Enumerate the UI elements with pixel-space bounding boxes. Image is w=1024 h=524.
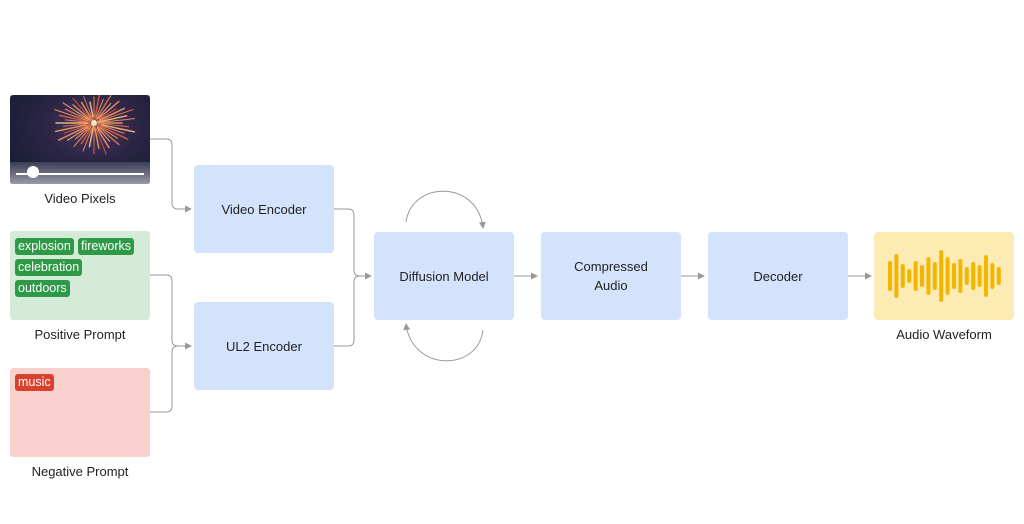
connector-video-to-video-encoder	[150, 138, 192, 213]
compressed-audio-block: Compressed Audio	[541, 232, 681, 320]
firework-streak	[64, 119, 87, 123]
waveform-bar	[984, 255, 988, 297]
firework-streak	[98, 100, 120, 119]
waveform-bar	[952, 263, 956, 289]
firework-streak	[98, 124, 129, 140]
audio-waveform-label: Audio Waveform	[896, 327, 992, 342]
waveform-bar	[945, 257, 950, 295]
positive-tag: outdoors	[15, 280, 70, 297]
positive-prompt-box: explosion fireworks celebration outdoors	[10, 231, 150, 320]
firework-core	[91, 120, 97, 126]
firework-streak	[72, 97, 91, 119]
video-scrubber-handle[interactable]	[27, 166, 39, 178]
connector-ul2-to-diffusion	[334, 275, 361, 347]
firework-streak	[96, 126, 111, 142]
firework-streak	[64, 108, 89, 121]
positive-tag: celebration	[15, 259, 83, 276]
firework-streak	[57, 123, 92, 141]
waveform-bar	[932, 262, 937, 290]
decoder-block: Decoder	[708, 232, 848, 320]
waveform-bar	[913, 261, 918, 291]
connector-negative-to-ul2	[150, 345, 179, 413]
waveform-bar	[888, 261, 892, 291]
firework-streak	[97, 123, 125, 134]
firework-streak	[96, 108, 117, 122]
positive-prompt-label: Positive Prompt	[34, 327, 126, 342]
firework-streak	[67, 126, 89, 141]
firework-streak	[88, 125, 95, 148]
firework-streak	[58, 114, 91, 123]
waveform-bar	[894, 254, 899, 298]
firework-streak	[95, 98, 104, 118]
positive-tag: fireworks	[78, 238, 135, 255]
connector-video-encoder-to-diffusion	[334, 208, 372, 280]
firework-streak	[62, 122, 91, 127]
waveform-bar	[977, 265, 982, 287]
firework-streak	[96, 128, 110, 149]
waveform-bar	[990, 263, 995, 289]
firework-streak	[82, 127, 93, 152]
firework-streak	[100, 124, 136, 133]
firework-streak	[74, 125, 91, 140]
negative-tag: music	[15, 374, 54, 391]
waveform-bar	[920, 265, 924, 287]
firework-streak	[98, 107, 126, 122]
waveform-bar	[996, 267, 1001, 285]
negative-prompt-label: Negative Prompt	[31, 464, 129, 479]
firework-streak	[62, 102, 92, 122]
firework-streak	[99, 126, 118, 139]
negative-prompt-box: music	[10, 368, 150, 457]
audio-waveform-box	[874, 232, 1014, 320]
waveform-bar	[907, 269, 912, 283]
waveform-bar	[900, 264, 905, 288]
positive-tag: explosion	[15, 238, 74, 255]
ul2-encoder-block: UL2 Encoder	[194, 302, 334, 390]
firework-streak	[63, 124, 90, 134]
firework-streak	[94, 95, 101, 119]
video-scrubber-track[interactable]	[16, 173, 144, 175]
diffusion-model-block: Diffusion Model	[374, 232, 514, 320]
firework-streak	[96, 102, 112, 120]
firework-streak	[99, 123, 130, 128]
firework-streak	[95, 124, 120, 146]
firework-streak	[80, 128, 92, 145]
waveform-bar	[971, 262, 976, 290]
firework-streak	[54, 124, 88, 133]
waveform-bar	[958, 259, 963, 293]
firework-streak	[94, 125, 107, 155]
video-encoder-block: Video Encoder	[194, 165, 334, 253]
video-thumbnail	[10, 95, 150, 184]
video-pixels-label: Video Pixels	[44, 191, 116, 206]
firework-streak	[89, 101, 94, 118]
firework-streak	[83, 95, 93, 119]
firework-streak	[100, 109, 134, 121]
firework-streak	[80, 101, 94, 121]
firework-streak	[73, 125, 93, 147]
waveform-bar	[964, 267, 969, 285]
firework-streak	[72, 104, 91, 121]
waveform-bar	[939, 250, 944, 302]
firework-streak	[99, 118, 136, 123]
waveform-graphic	[888, 250, 1001, 302]
diffusion-loop-top	[405, 190, 486, 229]
firework-streak	[94, 127, 100, 149]
waveform-bar	[926, 257, 931, 295]
diffusion-loop-bottom	[403, 323, 484, 362]
firework-streak	[94, 95, 112, 121]
connector-positive-to-ul2	[150, 274, 192, 350]
firework-streak	[97, 115, 128, 123]
firework-streak	[54, 109, 90, 122]
fireworks-image	[54, 95, 136, 155]
